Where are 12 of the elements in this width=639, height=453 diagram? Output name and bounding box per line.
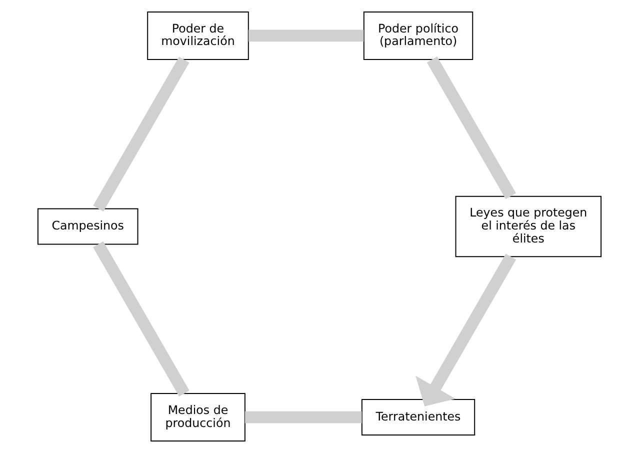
node-box: Terratenientes bbox=[361, 398, 476, 436]
connector bbox=[93, 56, 190, 212]
arrow bbox=[416, 254, 516, 406]
connector bbox=[426, 56, 516, 200]
node-box: Medios de producción bbox=[150, 393, 246, 442]
connector bbox=[248, 30, 364, 42]
node-box: Poder de movilización bbox=[147, 12, 249, 60]
connector bbox=[93, 241, 190, 396]
node-box: Poder político (parlamento) bbox=[363, 12, 474, 60]
node-box: Campesinos bbox=[37, 208, 138, 245]
connector bbox=[245, 411, 362, 424]
node-box: Leyes que protegen el interés de las élites bbox=[455, 196, 602, 258]
